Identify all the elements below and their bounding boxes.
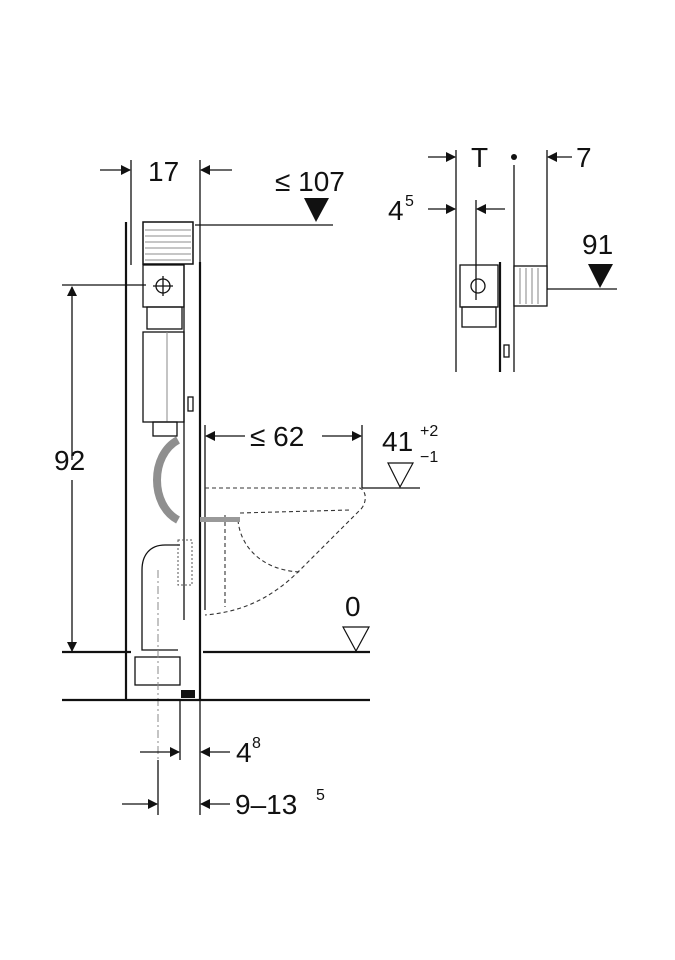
- actuator-height-label: ≤ 107: [275, 166, 345, 197]
- pipe-offset-label: 4: [236, 737, 252, 768]
- dimension-frame-depth: 17: [100, 156, 232, 265]
- open-triangle-marker-icon: [341, 626, 371, 653]
- seat-tolerance-plus: +2: [420, 423, 438, 440]
- dimension-projection: ≤ 62: [204, 421, 363, 610]
- wc-pan-outline: [200, 487, 366, 616]
- dimension-floor-level: 0: [341, 591, 371, 653]
- detail-offset-left-sup: 5: [405, 193, 414, 210]
- installation-frame: [124, 221, 202, 760]
- dimension-seat-height: 41 +2 −1: [362, 423, 438, 489]
- open-triangle-marker-icon: [387, 462, 415, 489]
- detail-view: T 7 4 5 91: [388, 142, 617, 372]
- dot-marker-icon: [511, 154, 517, 160]
- detail-thickness-label: T: [471, 142, 488, 173]
- frame-depth-label: 17: [148, 156, 179, 187]
- floor-level-label: 0: [345, 591, 361, 622]
- seat-tolerance-minus: −1: [420, 449, 438, 466]
- pipe-offset-sup: 8: [252, 735, 261, 752]
- detail-offset-right-label: 7: [576, 142, 592, 173]
- dimension-fill-valve-height: 92: [54, 284, 146, 652]
- filled-triangle-marker-icon: [588, 264, 613, 288]
- wall-offset-label: 9–13: [235, 789, 297, 820]
- detail-height-label: 91: [582, 229, 613, 260]
- filled-triangle-marker-icon: [304, 198, 329, 222]
- dimension-pipe-offset: 4 8: [140, 700, 261, 815]
- fill-valve-height-label: 92: [54, 445, 85, 476]
- projection-label: ≤ 62: [250, 421, 304, 452]
- floor-lines: [62, 650, 370, 702]
- dimension-wall-offset: 9–13 5: [122, 760, 325, 820]
- detail-offset-left-label: 4: [388, 195, 404, 226]
- seat-height-label: 41: [382, 426, 413, 457]
- dimension-actuator-height: ≤ 107: [195, 166, 345, 226]
- wall-offset-sup: 5: [316, 787, 325, 804]
